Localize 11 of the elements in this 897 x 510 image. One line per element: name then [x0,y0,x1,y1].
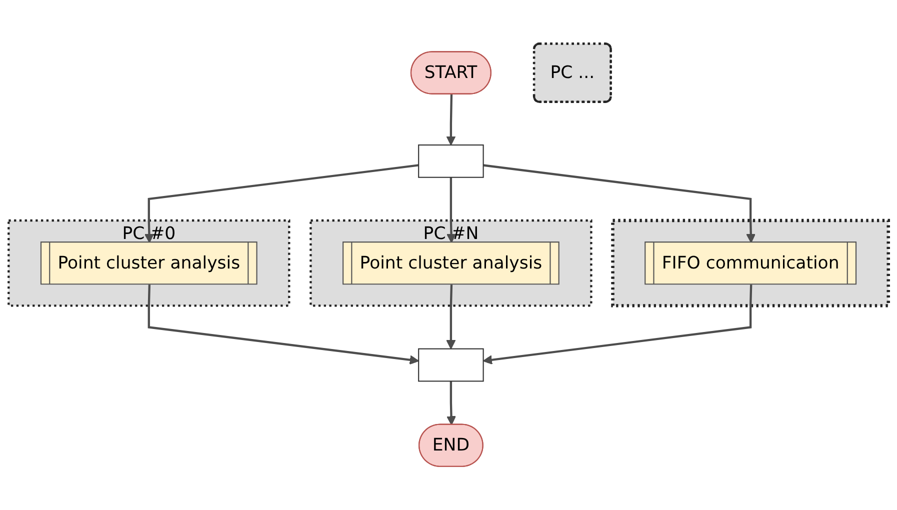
arrow [446,284,456,350]
arrow [482,284,752,365]
arrow [446,381,456,426]
node-bar [418,348,484,382]
cluster [611,218,890,308]
arrow [446,94,456,146]
arrow [144,164,419,244]
node-bar [418,144,484,178]
arrow [483,164,756,244]
arrow [446,177,456,244]
arrow [148,284,420,365]
